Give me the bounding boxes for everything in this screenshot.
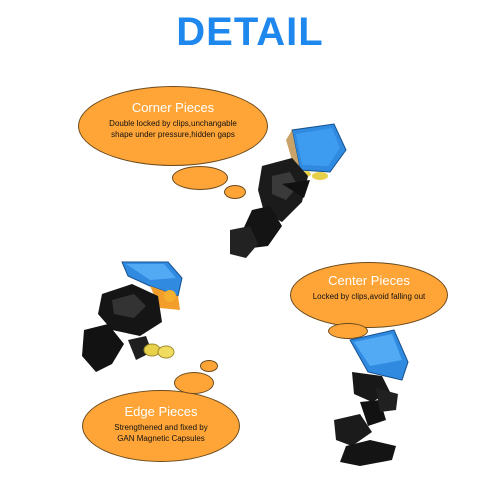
edge-thought-bubble-1 [174,372,214,394]
corner-thought-bubble-1 [172,166,228,190]
center-thought-bubble-1 [328,323,368,339]
corner-piece-top-illustration [230,123,347,258]
center-pieces-line-1: Locked by clips,avoid falling out [312,292,426,301]
edge-pieces-line-2: GAN Magnetic Capsules [117,434,205,443]
edge-pieces-line-1: Strengthened and fixed by [114,423,208,432]
center-pieces-callout: Center Pieces Locked by clips,avoid fall… [290,262,448,328]
corner-pieces-line-2: shape under pressure,hidden gaps [111,130,235,139]
corner-piece-left-illustration [82,261,183,372]
page-title: DETAIL [176,10,324,54]
center-piece-illustration [334,329,409,466]
edge-pieces-callout: Edge Pieces Strengthened and fixed by GA… [82,390,240,462]
corner-pieces-title: Corner Pieces [131,100,215,115]
corner-thought-bubble-2 [224,185,246,199]
edge-thought-bubble-2 [200,360,218,372]
edge-pieces-title: Edge Pieces [124,404,198,419]
center-pieces-title: Center Pieces [328,273,410,288]
corner-pieces-callout: Corner Pieces Double locked by clips,unc… [78,86,268,166]
corner-pieces-line-1: Double locked by clips,unchangable [109,119,237,128]
